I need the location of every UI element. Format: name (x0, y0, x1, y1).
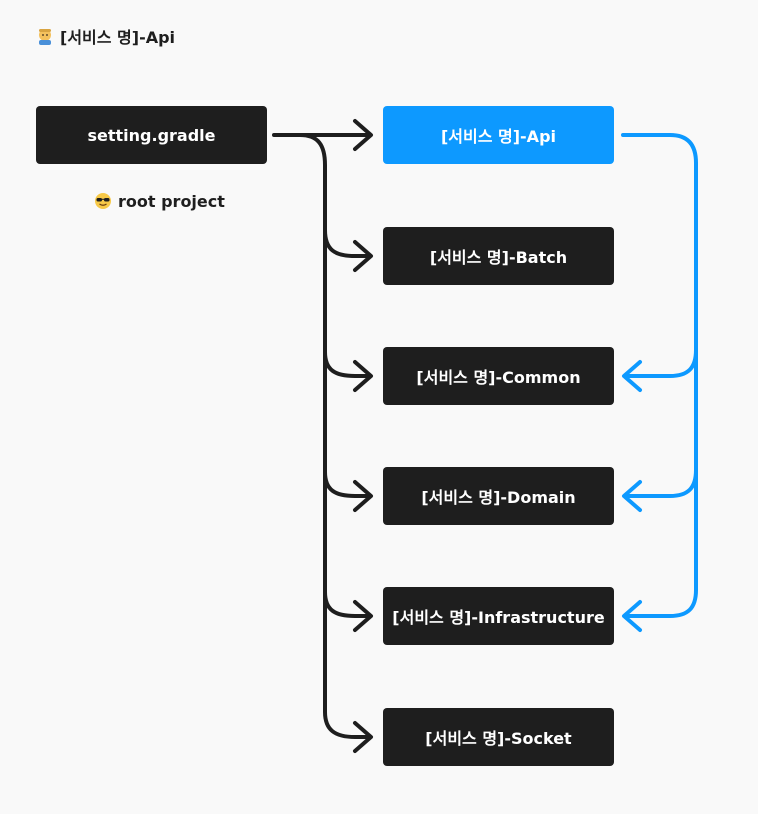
sunglasses-emoji-icon (95, 193, 111, 209)
connector-branch-domain (323, 470, 372, 498)
root-node-setting-gradle: setting.gradle (36, 106, 267, 164)
dependency-branch-common (626, 348, 698, 378)
module-node-infrastructure: [서비스 명]-Infrastructure (383, 587, 614, 645)
module-label-domain: [서비스 명]-Domain (421, 488, 576, 507)
dependency-line-api (621, 133, 698, 618)
module-label-batch: [서비스 명]-Batch (429, 248, 568, 267)
farmer-emoji-icon (39, 29, 51, 45)
connector-branch-infra (323, 590, 372, 618)
module-label-socket: [서비스 명]-Socket (425, 729, 572, 748)
module-node-batch: [서비스 명]-Batch (383, 227, 614, 285)
module-label-api: [서비스 명]-Api (440, 127, 557, 146)
module-node-socket: [서비스 명]-Socket (383, 708, 614, 766)
module-node-api: [서비스 명]-Api (383, 106, 614, 164)
connector-trunk (298, 133, 372, 739)
module-label-infrastructure: [서비스 명]-Infrastructure (392, 608, 605, 627)
diagram-title: [서비스 명]-Api (36, 24, 175, 48)
module-label-common: [서비스 명]-Common (416, 368, 581, 387)
dependency-branch-domain (626, 468, 698, 498)
module-node-domain: [서비스 명]-Domain (383, 467, 614, 525)
diagram-title-text: [서비스 명]-Api (60, 28, 176, 47)
root-node-label: setting.gradle (87, 125, 216, 145)
module-node-common: [서비스 명]-Common (383, 347, 614, 405)
connector-branch-common (323, 350, 372, 378)
connector-branch-batch (323, 228, 372, 258)
root-caption: root project (94, 190, 225, 212)
root-caption-text: root project (118, 191, 225, 211)
